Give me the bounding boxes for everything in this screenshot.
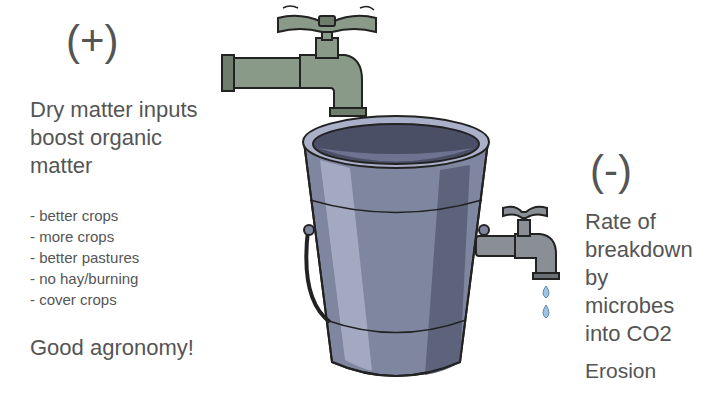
outflow-tap [476,207,559,279]
input-item: - cover crops [30,290,230,310]
bucket [303,116,489,376]
input-item: - no hay/burning [30,269,230,289]
loss-item: Erosion [585,358,705,384]
input-item: - better crops [30,206,230,226]
input-heading: Dry matter inputs boost organic matter [30,96,230,180]
water-drops [543,286,549,318]
input-item: - better pastures [30,248,230,268]
sign-plus: (+) [66,16,186,66]
summary-note: Good agronomy! [30,334,250,362]
inflow-tap [222,6,376,116]
loss-heading: Rate of breakdown by microbes into CO2 [585,208,697,348]
sign-minus: (-) [590,146,700,196]
input-item: - more crops [30,227,230,247]
